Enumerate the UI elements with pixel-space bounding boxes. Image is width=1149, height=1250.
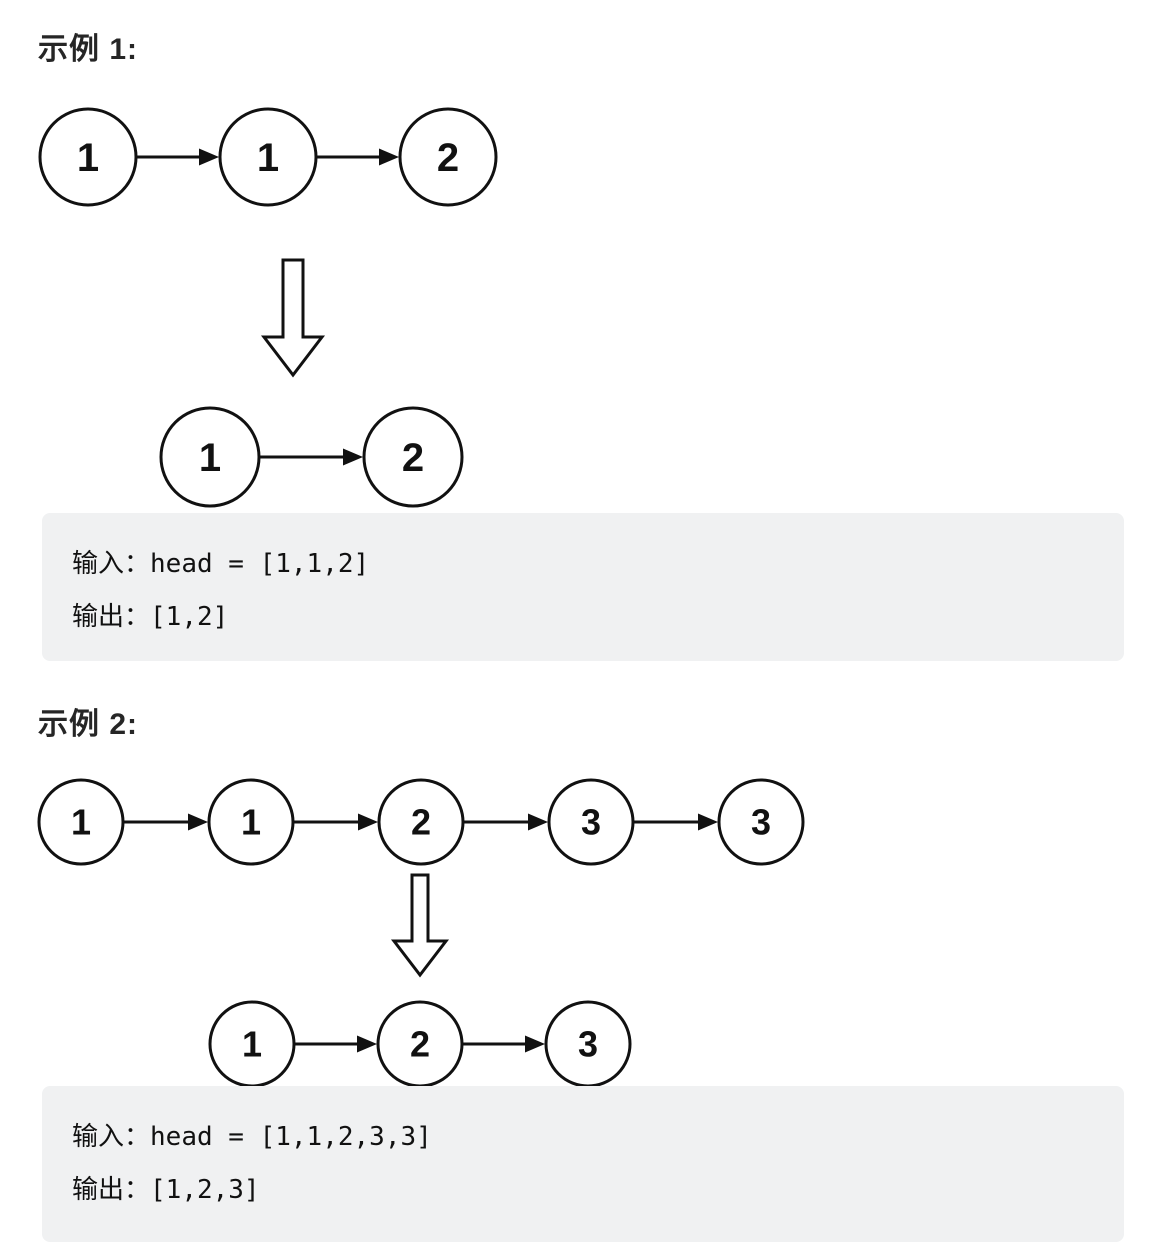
- list-node-circle: [362, 406, 464, 508]
- node-value: 2: [411, 802, 431, 843]
- output-value: [1,2,3]: [150, 1175, 260, 1205]
- next-pointer-arrowhead: [358, 813, 378, 831]
- node-value: 1: [77, 136, 99, 180]
- example-1-output-line: 输出：[1,2]: [72, 590, 1124, 643]
- example-1-io-block: 输入：head = [1,1,2] 输出：[1,2]: [42, 513, 1124, 661]
- node-value: 3: [581, 802, 601, 843]
- input-value: head = [1,1,2]: [150, 549, 370, 579]
- node-value: 1: [71, 802, 91, 843]
- next-pointer-arrowhead: [698, 813, 718, 831]
- next-pointer-arrowhead: [379, 148, 399, 166]
- node-value: 2: [410, 1024, 430, 1065]
- example-1-linked-list-diagram: 1 1 2 1 2: [38, 107, 498, 508]
- list-node-circle: [398, 107, 498, 207]
- output-label: 输出：: [72, 602, 151, 631]
- input-label: 输入：: [72, 1122, 151, 1151]
- list-node-circle: [38, 107, 138, 207]
- next-pointer-arrowhead: [343, 448, 363, 466]
- input-value: head = [1,1,2,3,3]: [150, 1122, 432, 1152]
- next-pointer-arrowhead: [525, 1035, 545, 1053]
- example-1-heading: 示例 1:: [38, 33, 139, 66]
- next-pointer-arrowhead: [199, 148, 219, 166]
- list-node-circle: [547, 778, 635, 866]
- list-node-circle: [159, 406, 261, 508]
- node-value: 3: [578, 1024, 598, 1065]
- node-value: 3: [751, 802, 771, 843]
- example-2-heading: 示例 2:: [38, 708, 139, 741]
- node-value: 2: [437, 136, 459, 180]
- next-pointer-arrowhead: [357, 1035, 377, 1053]
- list-node-circle: [207, 778, 295, 866]
- node-value: 1: [257, 136, 279, 180]
- transform-down-arrow-icon: [260, 258, 326, 378]
- example-2-output-line: 输出：[1,2,3]: [72, 1163, 1124, 1216]
- next-pointer-arrowhead: [528, 813, 548, 831]
- list-node-circle: [37, 778, 125, 866]
- transform-down-arrow-icon: [390, 873, 450, 978]
- output-label: 输出：: [72, 1175, 151, 1204]
- example-2-io-block: 输入：head = [1,1,2,3,3] 输出：[1,2,3]: [42, 1086, 1124, 1242]
- next-pointer-arrowhead: [188, 813, 208, 831]
- node-value: 1: [199, 436, 221, 480]
- list-node-circle: [377, 778, 465, 866]
- input-label: 输入：: [72, 549, 151, 578]
- node-value: 1: [241, 802, 261, 843]
- node-value: 2: [402, 436, 424, 480]
- example-1-input-line: 输入：head = [1,1,2]: [72, 537, 1124, 590]
- example-2-input-line: 输入：head = [1,1,2,3,3]: [72, 1110, 1124, 1163]
- list-node-circle: [717, 778, 805, 866]
- output-value: [1,2]: [150, 602, 229, 632]
- node-value: 1: [242, 1024, 262, 1065]
- example-2-linked-list-diagram: 1 1 2 3 3 1 2 3: [37, 778, 805, 1088]
- list-node-circle: [218, 107, 318, 207]
